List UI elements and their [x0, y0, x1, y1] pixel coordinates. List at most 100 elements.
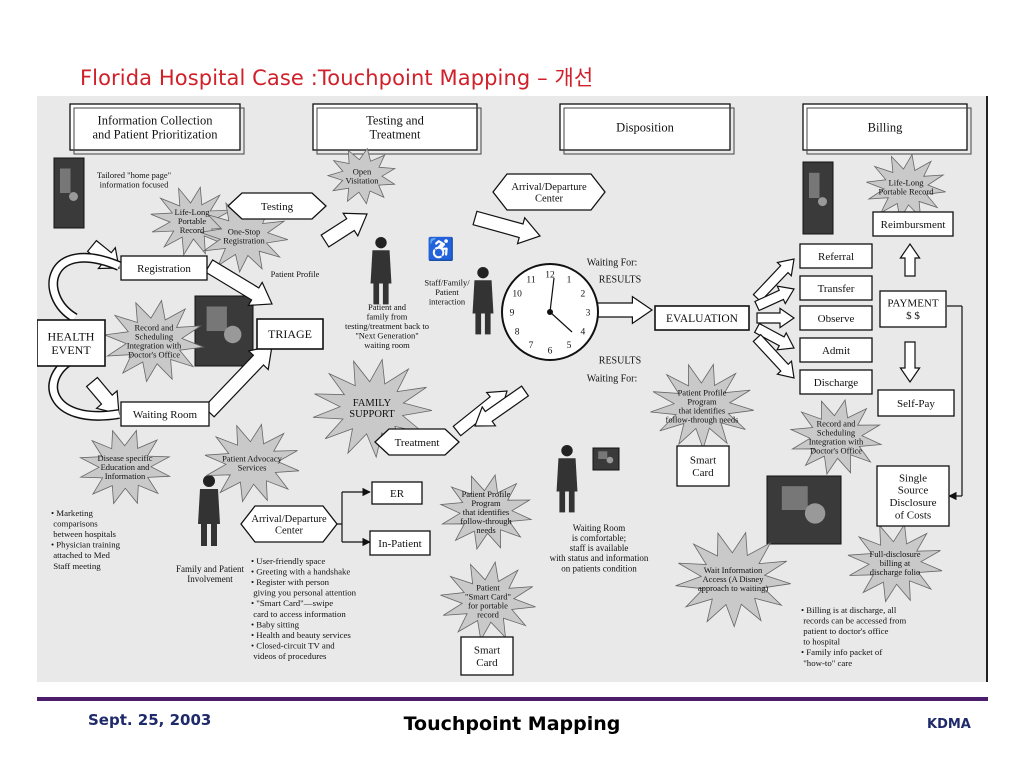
waiting-room-box — [120, 401, 210, 427]
star-wait-information — [675, 531, 791, 628]
photo-homepage-figure — [69, 192, 78, 201]
arrow-eval-referral — [752, 258, 795, 303]
arrival-departure-hex-bottom — [240, 505, 338, 543]
figure-waiting-room-leg-right — [568, 491, 575, 513]
discharge-box-label: Discharge — [814, 377, 859, 389]
arrow-eval-admit — [753, 322, 795, 351]
figure-family-involvement-leg-left — [201, 524, 207, 546]
figure-waiting-room-body — [556, 458, 578, 492]
figure-family-involvement-body — [198, 489, 220, 524]
clock-number-5: 5 — [567, 341, 572, 351]
photo-waiting-tv-detail — [598, 451, 608, 459]
clock-number-1: 1 — [567, 275, 572, 285]
figure-family-involvement-leg-right — [211, 524, 217, 546]
photo-billing-meeting-figure — [804, 503, 826, 524]
referral-box-label: Referral — [818, 251, 854, 263]
transfer-box — [799, 275, 873, 301]
admit-box — [799, 337, 873, 363]
arrow-to-evaluation — [596, 295, 654, 325]
phase-4-box-shadow — [806, 107, 972, 155]
photo-billing-meeting-detail — [781, 486, 808, 510]
observe-box — [799, 305, 873, 331]
footer-date: Sept. 25, 2003 — [88, 711, 212, 729]
star-profile-program-right — [650, 363, 754, 450]
clock-number-11: 11 — [526, 275, 535, 285]
reimbursment-box-label: Reimbursment — [881, 219, 946, 231]
clock-number-12: 12 — [545, 270, 555, 280]
figure-patient-family-leg-left — [373, 283, 380, 305]
smart-card-box-top — [676, 445, 730, 487]
arrow-eval-observe — [756, 307, 796, 329]
testing-hex — [227, 192, 327, 220]
photo-triage-nurse-figure — [224, 325, 242, 344]
bullets-left: • Marketing comparisons between hospital… — [51, 508, 121, 571]
waiting-for-top-label: Waiting For: — [587, 258, 638, 269]
results-bottom-label: RESULTS — [599, 356, 641, 367]
clock-number-10: 10 — [512, 289, 522, 299]
arrow-registration-to-triage — [204, 259, 273, 307]
patient-profile-label: Patient Profile — [271, 269, 320, 279]
figure-patient-family-head — [375, 236, 387, 249]
payment-box — [879, 290, 947, 328]
phase-1-box-shadow — [73, 107, 245, 155]
tailored-homepage-label: Tailored "home page"information focused — [97, 170, 171, 190]
self-pay-box-label: Self-Pay — [897, 398, 935, 410]
figure-waiting-room-head — [561, 444, 573, 457]
arrow-to-testing — [320, 212, 368, 248]
registration-box-label: Registration — [137, 263, 191, 275]
reimbursment-box — [872, 211, 954, 237]
arrow-eval-discharge — [752, 333, 795, 379]
arrival-departure-hex-top — [492, 173, 606, 211]
results-top-label: RESULTS — [599, 275, 641, 286]
treatment-hex-label: Treatment — [395, 437, 440, 449]
clock-number-3: 3 — [586, 308, 591, 318]
phase-4-box-label: Billing — [868, 120, 903, 134]
phase-4-box — [802, 103, 968, 151]
testing-hex-label: Testing — [261, 201, 294, 213]
phase-2-box-shadow — [316, 107, 482, 155]
arrow-eval-transfer — [754, 285, 795, 312]
clock-number-4: 4 — [581, 327, 586, 337]
clock-number-8: 8 — [515, 327, 520, 337]
slide-title: Florida Hospital Case :Touchpoint Mappin… — [80, 66, 594, 90]
single-source-box — [876, 465, 950, 527]
clock-number-2: 2 — [581, 289, 586, 299]
waiting-room-box-label: Waiting Room — [133, 409, 198, 421]
bullets-right: • Billing is at discharge, all records c… — [801, 605, 906, 668]
figure-staff-leg-right — [484, 313, 491, 335]
clock-center — [547, 309, 553, 315]
star-profile-program-center — [439, 473, 533, 551]
transfer-box-label: Transfer — [818, 283, 855, 295]
payment-box-label: PAYMENT$ $ — [887, 298, 938, 322]
footer-org: KDMA — [927, 717, 971, 732]
bullets-middle: • User-friendly space• Greeting with a h… — [251, 556, 357, 661]
smart-card-box-bottom — [460, 636, 514, 676]
photo-homepage-detail — [60, 168, 71, 193]
clock-number-6: 6 — [548, 346, 553, 356]
photo-billing-detail — [809, 172, 820, 198]
registration-box — [120, 255, 208, 281]
star-open-visitation — [326, 147, 397, 205]
evaluation-box-label: EVALUATION — [666, 313, 739, 325]
in-patient-box-label: In-Patient — [378, 538, 421, 550]
photo-waiting-tv-figure — [606, 456, 614, 464]
